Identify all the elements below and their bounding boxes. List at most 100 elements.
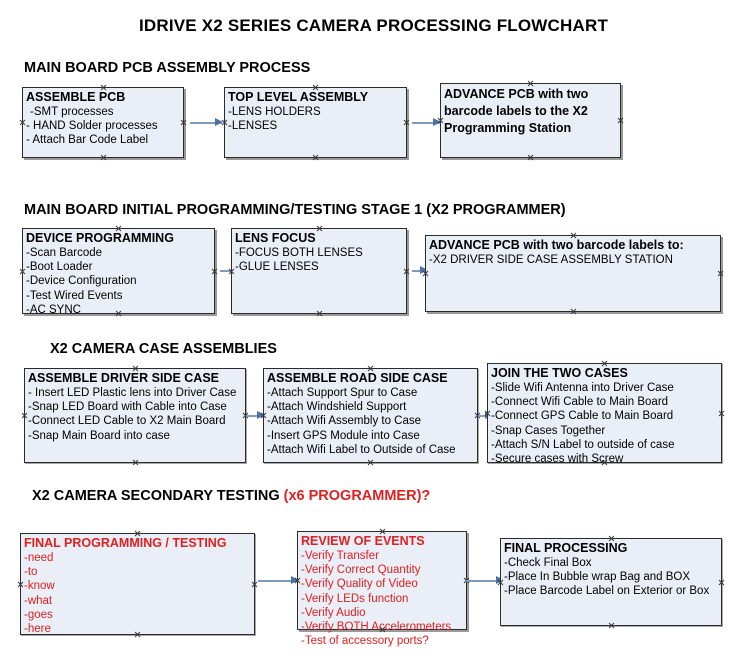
box-line: -Place In Bubble wrap Bag and BOX [504,571,691,584]
box-line: -Check Final Box [504,557,592,569]
box-title: ADVANCE PCB with two barcode labels to: [429,238,684,252]
box-line: -Place Barcode Label on Exterior or Box [504,585,710,598]
box-review-of-events[interactable]: REVIEW OF EVENTS -Verify Transfer -Verif… [297,531,467,647]
box-line: -Snap Cases Together [491,424,606,437]
arrowhead-icon [433,118,441,126]
connection-handle-bottom[interactable] [608,622,615,629]
box-final-programming-testing[interactable]: FINAL PROGRAMMING / TESTING -need -to -k… [20,533,255,635]
arrowhead-icon [215,118,223,126]
box-line: -here [24,623,51,636]
box-line: -know [24,580,55,593]
section-heading-x2-camera-case-assemblies: X2 CAMERA CASE ASSEMBLIES [50,341,277,357]
box-line: -Device Configuration [26,275,137,288]
connection-handle-bottom[interactable] [570,308,577,315]
box-title: ASSEMBLE DRIVER SIDE CASE [28,371,220,385]
box-title: ASSEMBLE ROAD SIDE CASE [267,371,448,385]
box-line: - Insert LED Plastic lens into Driver Ca… [28,387,237,399]
box-title: REVIEW OF EVENTS [301,534,425,548]
box-assemble-driver-side-case[interactable]: ASSEMBLE DRIVER SIDE CASE - Insert LED P… [24,368,246,463]
connector-shaft [258,580,298,582]
connection-handle-right[interactable] [251,581,258,588]
box-lens-focus[interactable]: LENS FOCUS -FOCUS BOTH LENSES -GLUE LENS… [231,228,407,314]
connection-handle-bottom[interactable] [132,459,139,466]
box-title: ASSEMBLE PCB [26,90,126,104]
box-line: -Verify Transfer [301,550,379,562]
box-assemble-road-side-case[interactable]: ASSEMBLE ROAD SIDE CASE -Attach Support … [263,368,478,463]
connector-shaft [190,122,222,124]
connection-handle-bottom[interactable] [316,310,323,317]
box-line: -Slide Wifi Antenna into Driver Case [491,382,674,394]
box-line: -X2 DRIVER SIDE CASE ASSEMBLY STATION [429,254,673,266]
connection-handle-right[interactable] [403,119,410,126]
box-advance-pcb-to-driver-side-case-station[interactable]: ADVANCE PCB with two barcode labels to: … [425,235,721,312]
box-line: -LENS HOLDERS [228,106,321,118]
arrowhead-icon [291,576,299,584]
box-line: - HAND Solder processes [26,120,158,133]
box-title: FINAL PROCESSING [504,541,628,555]
connection-handle-right[interactable] [617,117,624,124]
box-title: ADVANCE PCB with two barcode labels to t… [444,87,589,135]
connection-handle-bottom[interactable] [312,154,319,161]
box-title: LENS FOCUS [235,231,316,245]
box-title: FINAL PROGRAMMING / TESTING [24,536,227,550]
box-final-processing[interactable]: FINAL PROCESSING -Check Final Box -Place… [500,538,722,626]
section-heading-text: X2 CAMERA CASE ASSEMBLIES [50,341,277,357]
box-line: -to [24,566,38,579]
section-heading-main-board-initial-programming: MAIN BOARD INITIAL PROGRAMMING/TESTING S… [24,202,566,218]
box-line: -Scan Barcode [26,247,103,259]
box-line: -Snap Main Board into case [28,429,170,442]
box-title: JOIN THE TWO CASES [491,366,628,380]
box-assemble-pcb[interactable]: ASSEMBLE PCB -SMT processes - HAND Solde… [22,87,184,158]
connector-shaft [412,270,427,272]
connection-handle-bottom[interactable] [100,154,107,161]
box-line: -LENSES [228,120,278,133]
box-advance-pcb-to-x2-programming-station[interactable]: ADVANCE PCB with two barcode labels to t… [440,83,621,158]
section-heading-text: X2 CAMERA SECONDARY TESTING [32,488,284,504]
box-line: -Attach S/N Label to outside of case [491,438,675,451]
connector-shaft [466,580,503,582]
box-line: -Verify Audio [301,606,366,619]
section-heading-x2-camera-secondary-testing: X2 CAMERA SECONDARY TESTING (x6 PROGRAMM… [32,488,430,504]
connection-handle-right[interactable] [718,579,725,586]
box-line: -need [24,552,54,564]
connection-handle-bottom[interactable] [367,459,374,466]
section-heading-main-board-pcb-assembly: MAIN BOARD PCB ASSEMBLY PROCESS [24,60,310,76]
arrowhead-icon [257,411,265,419]
box-line: -Snap LED Board with Cable into Case [28,401,227,414]
box-line: -GLUE LENSES [235,261,319,274]
connection-handle-left[interactable] [19,268,26,275]
connector-top-level-assembly-to-advance-pcb [412,118,441,127]
box-top-level-assembly[interactable]: TOP LEVEL ASSEMBLY -LENS HOLDERS -LENSES [224,87,407,158]
connector-driver-side-to-road-side [246,411,265,420]
connection-handle-right[interactable] [718,410,725,417]
connection-handle-right[interactable] [717,270,724,277]
box-line: -Verify LEDs function [301,592,409,605]
box-line: -goes [24,608,53,621]
connector-lens-focus-to-advance-pcb-driver-side [412,266,428,275]
connection-handle-left[interactable] [19,119,26,126]
box-line: -Boot Loader [26,261,93,274]
box-line: -Attach Support Spur to Case [267,387,418,399]
box-line: -Attach Windshield Support [267,401,407,414]
box-line: -AC SYNC [26,303,81,316]
connection-handle-left[interactable] [21,412,28,419]
box-line: -Insert GPS Module into Case [267,429,420,442]
box-line: -Secure cases with Screw [491,453,624,466]
box-title: TOP LEVEL ASSEMBLY [228,90,369,104]
connection-handle-bottom[interactable] [527,154,534,161]
box-line: -Connect GPS Cable to Main Board [491,410,674,423]
connector-review-of-events-to-final-processing [466,576,504,585]
connection-handle-right[interactable] [403,268,410,275]
box-device-programming[interactable]: DEVICE PROGRAMMING -Scan Barcode -Boot L… [19,228,218,316]
connection-handle-right[interactable] [211,268,218,275]
box-join-the-two-cases[interactable]: JOIN THE TWO CASES -Slide Wifi Antenna i… [487,363,725,466]
box-line: -Connect LED Cable to X2 Main Board [28,415,226,428]
section-heading-accent: (x6 PROGRAMMER)? [283,488,431,504]
box-line: -Connect Wifi Cable to Main Board [491,396,669,409]
connection-handle-right[interactable] [180,119,187,126]
box-line: -Attach Wifi Assembly to Case [267,415,422,428]
box-line: -Verify BOTH Accelerometers [301,621,452,634]
box-line: -SMT processes [30,106,114,118]
connection-handle-left[interactable] [17,581,24,588]
box-title: DEVICE PROGRAMMING [26,231,174,245]
